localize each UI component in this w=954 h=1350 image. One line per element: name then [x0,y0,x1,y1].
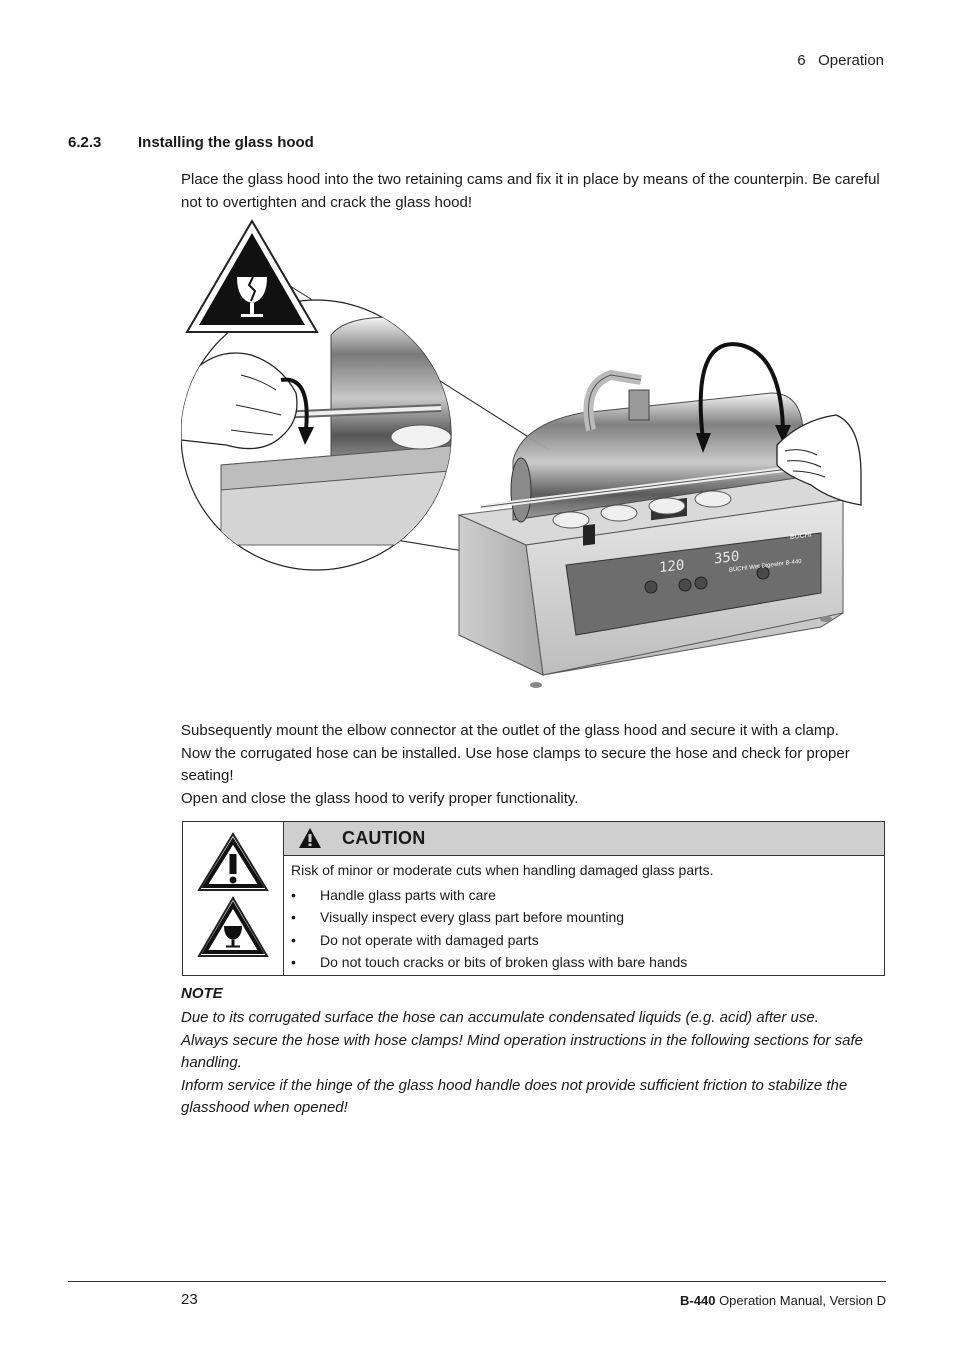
note-line: Always secure the hose with hose clamps!… [181,1031,864,1072]
glass-hood-illustration: 120 350 BÜCHI Wet Digester B-440 BÜCHI [180,215,886,695]
detail-zoom-circle [180,299,452,571]
note-title: NOTE [181,985,223,1002]
general-warning-icon [197,832,269,891]
footer-manual-title: B-440 Operation Manual, Version D [560,1293,886,1308]
caution-lead: Risk of minor or moderate cuts when hand… [291,862,714,878]
instruction-verify: Open and close the glass hood to verify … [181,789,579,807]
caution-item: •Handle glass parts with care [291,886,496,903]
panel-display-left: 120 [659,557,684,576]
glass-hood-main [480,369,822,529]
instruction-hose: Now the corrugated hose can be installed… [181,744,850,785]
caution-item: •Visually inspect every glass part befor… [291,909,625,925]
panel-display-right: 350 [714,548,739,567]
caution-title: CAUTION [342,828,426,848]
note-body: Due to its corrugated surface the hose c… [181,1007,886,1120]
open-close-arrow [698,342,785,441]
instructions-block: Subsequently mount the elbow connector a… [181,720,886,810]
section-title: Installing the glass hood [138,134,314,151]
chapter-header: 6 Operation [797,52,884,69]
footer-rule [68,1281,886,1282]
instruction-elbow: Subsequently mount the elbow connector a… [181,722,839,739]
caution-icons [183,822,284,975]
caution-header: CAUTION [284,822,884,856]
caution-item: •Do not operate with damaged parts [291,931,539,948]
caution-warning-icon [299,828,321,848]
intro-paragraph: Place the glass hood into the two retain… [181,171,880,211]
note-line: Due to its corrugated surface the hose c… [181,1009,819,1026]
digester-unit: 120 350 BÜCHI Wet Digester B-440 BÜCHI [457,453,845,688]
caution-list: •Handle glass parts with care •Visually … [291,884,876,974]
note-line: Inform service if the hinge of the glass… [181,1076,848,1117]
caution-box: CAUTION Risk of minor or moderate cuts w… [182,821,885,976]
caution-content: Risk of minor or moderate cuts when hand… [291,859,876,974]
detail-hand [181,352,298,450]
page-number: 23 [181,1291,198,1308]
brand-plate: BÜCHI [790,531,812,542]
footer-manual: Operation Manual, Version D [715,1293,886,1308]
power-switch [583,524,595,546]
fragile-warning-icon [185,219,319,333]
caution-item: •Do not touch cracks or bits of broken g… [291,954,688,970]
section-number: 6.2.3 [68,134,102,151]
right-hand [776,414,862,506]
footer-model: B-440 [680,1293,716,1308]
control-panel [565,532,822,636]
broken-glass-icon [197,896,269,957]
